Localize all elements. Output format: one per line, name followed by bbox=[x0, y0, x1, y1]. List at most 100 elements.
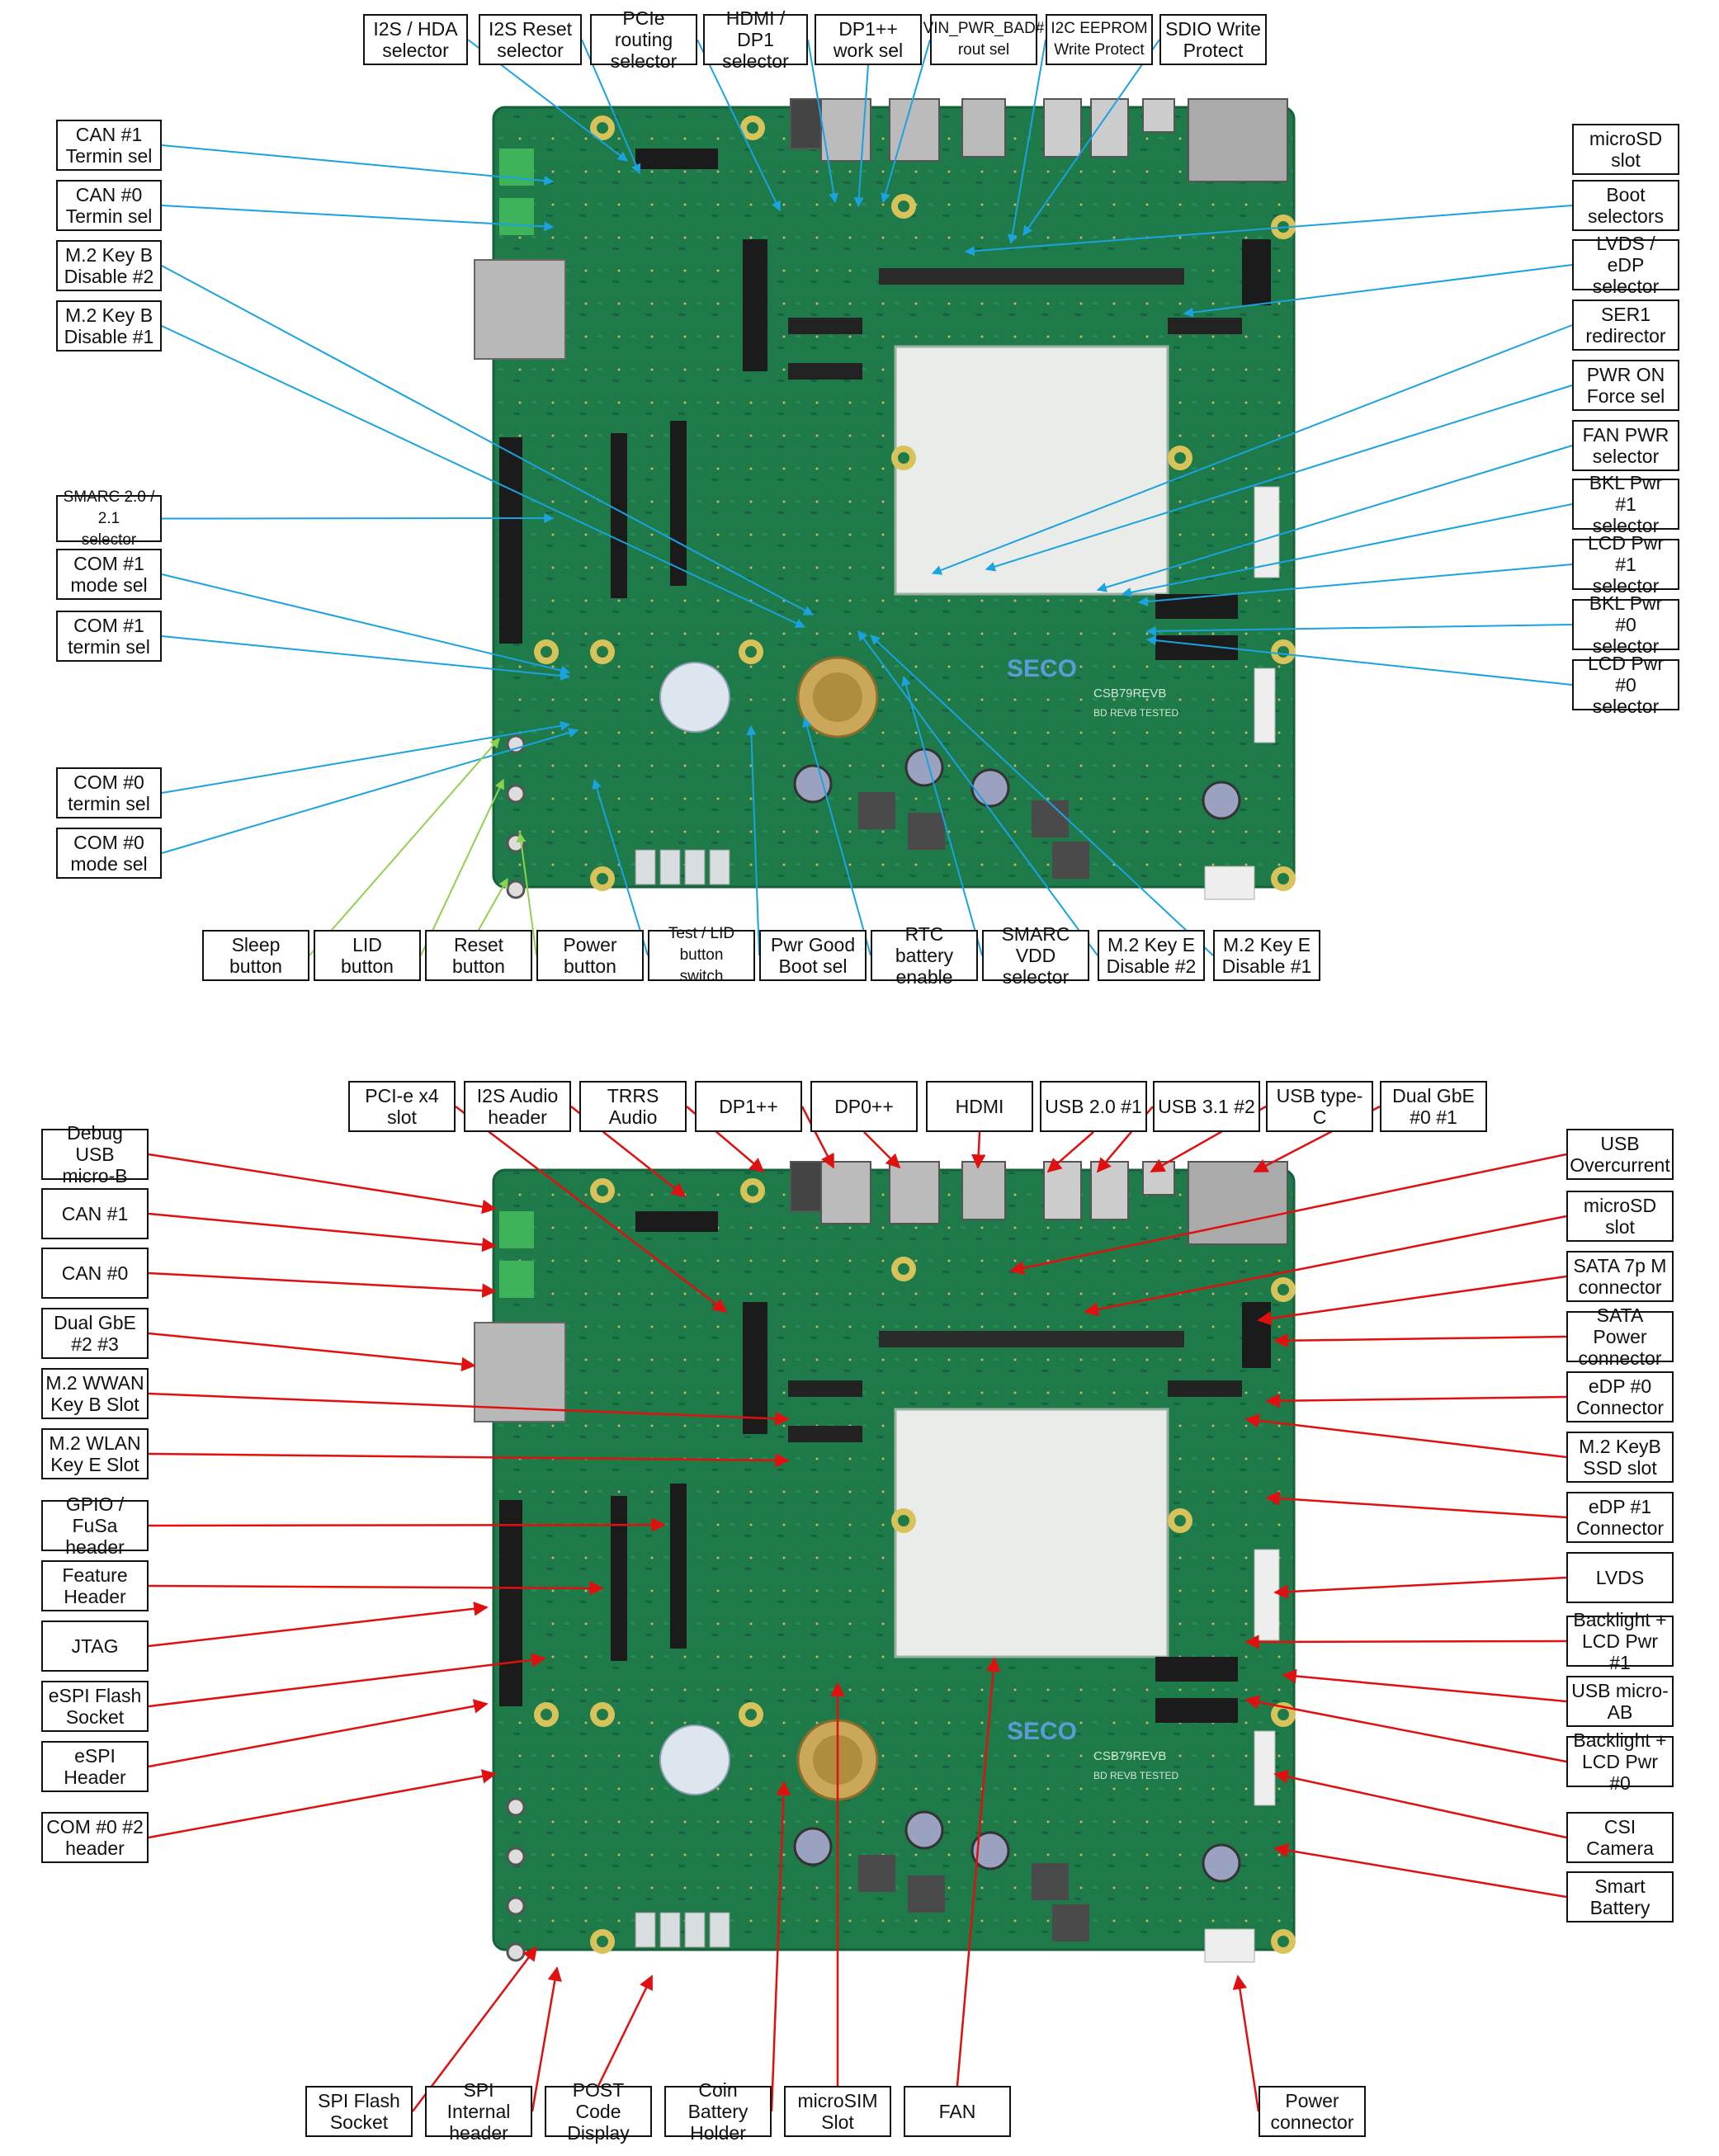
top_view-leader-sdio-write bbox=[1022, 39, 1160, 236]
top_view-label-bkl1: BKL Pwr #1 selector bbox=[1572, 472, 1679, 536]
bottom_view-leader-fan bbox=[956, 1657, 1001, 2087]
bottom_view-label-espi-flash: eSPI Flash Socket bbox=[41, 1681, 149, 1732]
bottom_view-leader-debug-usb bbox=[148, 1153, 497, 1215]
top_view-leader-bkl1 bbox=[1121, 503, 1573, 597]
bottom_view-label-espi-hdr: eSPI Header bbox=[41, 1741, 149, 1792]
top_view-label-microsd-slot: microSD slot bbox=[1572, 124, 1679, 175]
bottom_view-label-dp0pp: DP0++ bbox=[810, 1081, 918, 1132]
board-model-text: CSB79REVB bbox=[1093, 1749, 1166, 1763]
top_view-label-m2-keyb-dis2: M.2 Key B Disable #2 bbox=[56, 240, 162, 291]
top_view-leader-sleep bbox=[309, 738, 500, 956]
top_view-leader-lcd1 bbox=[1137, 564, 1573, 607]
top_view-leader-reset bbox=[478, 877, 508, 931]
bottom_view-leader-microsd2 bbox=[1084, 1215, 1567, 1317]
bottom_view-label-sata-pwr: SATA Power connector bbox=[1566, 1304, 1674, 1369]
bottom_view-leader-gbe23 bbox=[148, 1332, 476, 1372]
top_view-label-ser1: SER1 redirector bbox=[1572, 300, 1679, 351]
top_view-leader-m2e-dis1 bbox=[870, 635, 1214, 956]
board-tested-text: BD REVB TESTED bbox=[1093, 707, 1178, 719]
bottom_view-label-usb-micro-ab: USB micro- AB bbox=[1566, 1676, 1674, 1727]
bottom_view-leader-gpio bbox=[148, 1517, 666, 1532]
bottom_view-label-usb31: USB 3.1 #2 bbox=[1153, 1081, 1260, 1132]
top_view-label-pcie-routing: PCIe routing selector bbox=[590, 7, 697, 72]
top_view-label-i2s-reset: I2S Reset selector bbox=[479, 14, 582, 65]
top_view-leader-m2-keyb-dis2 bbox=[161, 265, 815, 616]
top_view-leader-pwr-on bbox=[985, 384, 1573, 572]
bottom_view-label-debug-usb: Debug USB micro-B bbox=[41, 1122, 149, 1187]
bottom_view-leader-usb-micro-ab bbox=[1282, 1668, 1567, 1703]
bottom_view-leader-hdmi bbox=[970, 1131, 986, 1169]
bottom_view-label-power-conn: Power connector bbox=[1259, 2086, 1366, 2137]
bottom_view-label-sata7p: SATA 7p M connector bbox=[1566, 1251, 1674, 1302]
bottom_view-label-m2-wwan: M.2 WWAN Key B Slot bbox=[41, 1368, 149, 1419]
bottom_view-leader-feature bbox=[148, 1581, 604, 1596]
top_view-label-i2s-hda: I2S / HDA selector bbox=[363, 14, 468, 65]
top_view-leader-can1-termin bbox=[161, 144, 555, 186]
bottom_view-label-feature: Feature Header bbox=[41, 1560, 149, 1611]
brand-logo: SECO bbox=[1007, 655, 1077, 682]
bottom_view-leader-smart-bat bbox=[1273, 1842, 1567, 1899]
bottom_view-leader-edp1 bbox=[1265, 1491, 1567, 1519]
bottom_view-label-smart-bat: Smart Battery bbox=[1566, 1871, 1674, 1922]
top_view-leader-vin-pwr-bad bbox=[881, 39, 931, 204]
bottom_view-leader-jtag bbox=[148, 1602, 489, 1648]
top_view-leader-com0-mode bbox=[161, 728, 579, 854]
top_view-label-smarc-vdd: SMARC VDD selector bbox=[982, 923, 1089, 988]
top_view-label-lcd0: LCD Pwr #0 selector bbox=[1572, 653, 1679, 717]
bottom_view-label-pcie-x4: PCI-e x4 slot bbox=[348, 1081, 456, 1132]
top_view-label-lcd1: LCD Pwr #1 selector bbox=[1572, 532, 1679, 597]
bottom_view-label-m2-wlan: M.2 WLAN Key E Slot bbox=[41, 1428, 149, 1479]
bottom_view-label-edp0: eDP #0 Connector bbox=[1566, 1371, 1674, 1422]
bottom_view-label-microsim: microSIM Slot bbox=[784, 2086, 891, 2137]
top_view-leader-dp1-work bbox=[853, 64, 869, 208]
top_view-label-can1-termin: CAN #1 Termin sel bbox=[56, 120, 162, 171]
top_view-leader-com1-mode bbox=[161, 573, 571, 676]
top_view-label-can0-termin: CAN #0 Termin sel bbox=[56, 180, 162, 231]
bottom_view-leader-sata7p bbox=[1257, 1275, 1567, 1326]
top_view-leader-can0-termin bbox=[161, 205, 555, 232]
top_view-label-dp1-work: DP1++ work sel bbox=[815, 14, 922, 65]
bottom_view-label-trrs: TRRS Audio bbox=[579, 1081, 687, 1132]
top_view-leader-rtc bbox=[802, 716, 871, 956]
top_view-label-power: Power button bbox=[536, 930, 644, 981]
bottom_view-label-spi-int: SPI Internal header bbox=[425, 2079, 532, 2144]
top_view-leader-test-lid bbox=[592, 778, 649, 956]
top_view-leader-fan-pwr bbox=[1096, 445, 1573, 592]
top_view-leader-lid bbox=[420, 778, 504, 956]
bottom_view-label-csi: CSI Camera bbox=[1566, 1812, 1674, 1863]
bottom_view-label-gbe01: Dual GbE #0 #1 bbox=[1380, 1081, 1487, 1132]
bottom_view-label-microsd2: microSD slot bbox=[1566, 1191, 1674, 1242]
bottom_view-label-com02: COM #0 #2 header bbox=[41, 1812, 149, 1863]
bottom_view-label-can1: CAN #1 bbox=[41, 1188, 149, 1239]
top_view-label-sleep: Sleep button bbox=[202, 930, 309, 981]
bottom_view-leader-lvds bbox=[1273, 1576, 1567, 1599]
bottom_view-label-post: POST Code Display bbox=[545, 2079, 652, 2144]
bottom_view-label-lvds: LVDS bbox=[1566, 1552, 1674, 1603]
top_view-label-com0-mode: COM #0 mode sel bbox=[56, 828, 162, 879]
top_view-label-com1-termin: COM #1 termin sel bbox=[56, 611, 162, 662]
bottom_view-leader-com02 bbox=[148, 1769, 497, 1839]
bottom_view-label-fan: FAN bbox=[904, 2086, 1011, 2137]
bottom_view-leader-espi-flash bbox=[148, 1653, 546, 1708]
brand-logo: SECO bbox=[1007, 1718, 1077, 1745]
top_view-label-hdmi-dp1: HDMI / DP1 selector bbox=[703, 7, 808, 72]
bottom_view-leader-m2-ssd bbox=[1244, 1413, 1567, 1459]
top_view-label-lvds-edp: LVDS / eDP selector bbox=[1572, 233, 1679, 297]
bottom_view-label-usb-oc: USB Overcurrent bbox=[1566, 1129, 1674, 1180]
top_view-label-vin-pwr-bad: VIN_PWR_BAD# rout sel bbox=[923, 14, 1044, 65]
top_view-label-pwr-on: PWR ON Force sel bbox=[1572, 360, 1679, 411]
top_view-leader-lcd0 bbox=[1145, 635, 1573, 686]
bottom_view-label-dp1pp: DP1++ bbox=[695, 1081, 802, 1132]
top_view-leader-m2e-dis2 bbox=[857, 630, 1098, 956]
bottom_view-label-coin: Coin Battery Holder bbox=[664, 2079, 772, 2144]
bottom_view-label-hdmi: HDMI bbox=[926, 1081, 1033, 1132]
top_view-label-i2c-eeprom: I2C EEPROM Write Protect bbox=[1046, 14, 1153, 65]
bottom_view-label-gpio: GPIO / FuSa header bbox=[41, 1493, 149, 1558]
bottom_view-leader-m2-wlan bbox=[148, 1452, 790, 1468]
bottom_view-leader-bl0 bbox=[1244, 1695, 1567, 1763]
bottom_view-leader-post bbox=[597, 1974, 654, 2087]
top_view-label-test-lid: Test / LID button switch bbox=[648, 925, 755, 985]
top_view-label-m2e-dis1: M.2 Key E Disable #1 bbox=[1213, 930, 1320, 981]
